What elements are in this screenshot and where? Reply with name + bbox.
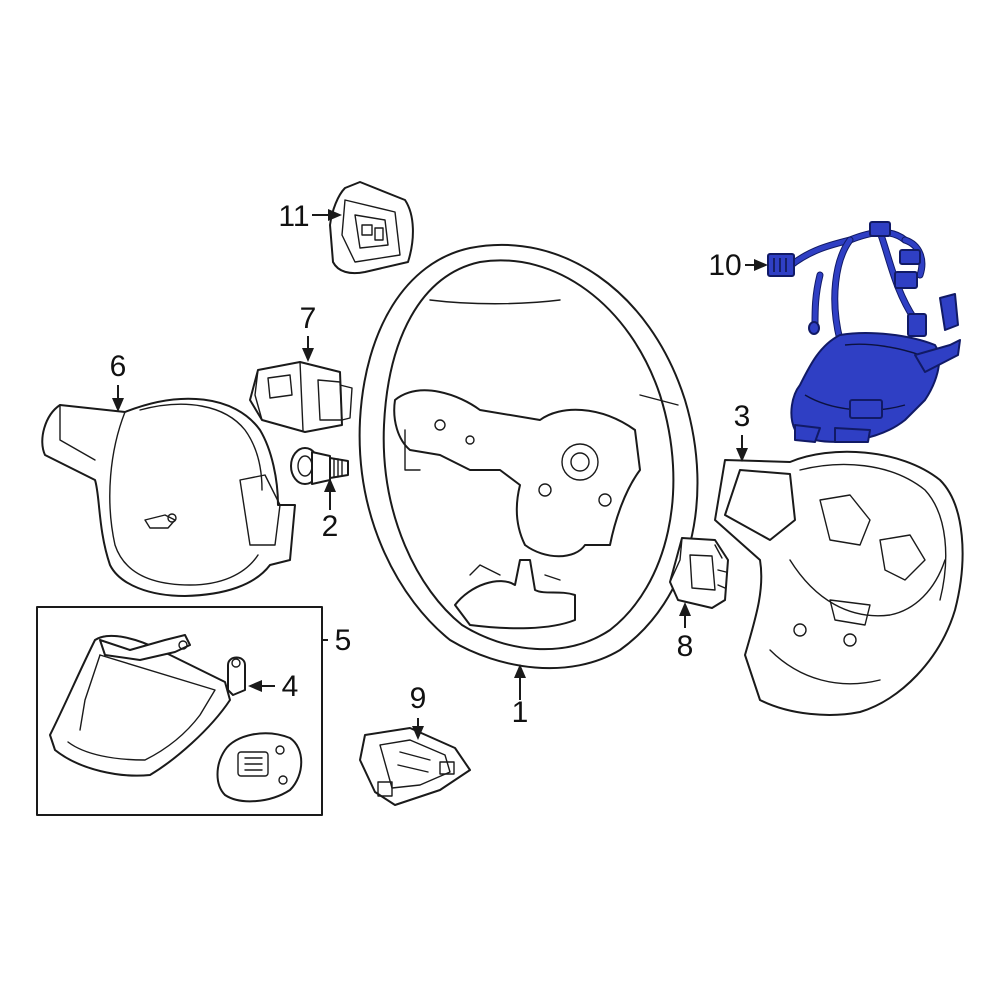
callout-3[interactable]: 3: [734, 400, 751, 433]
part-5-switch-module[interactable]: [216, 732, 303, 803]
part-11-paddle-bracket[interactable]: [329, 181, 414, 275]
callout-1[interactable]: 1: [512, 696, 529, 729]
arrowhead-6: [112, 398, 124, 412]
part-10-clock-spring-harness[interactable]: [767, 221, 961, 443]
part-7-switch[interactable]: [249, 361, 353, 433]
arrowhead-8: [679, 602, 691, 616]
arrowhead-4: [248, 680, 262, 692]
arrowhead-3: [736, 448, 748, 462]
callout-10[interactable]: 10: [708, 249, 741, 282]
callout-4[interactable]: 4: [282, 670, 299, 703]
callout-9[interactable]: 9: [410, 682, 427, 715]
part-8-switch[interactable]: [669, 537, 729, 609]
part-6-lower-cover[interactable]: [41, 397, 296, 597]
part-2-bolt[interactable]: [290, 447, 349, 485]
arrowhead-11: [328, 209, 342, 221]
part-3-rear-cover[interactable]: [714, 450, 964, 716]
arrowhead-9: [412, 726, 424, 740]
arrowhead-10: [754, 259, 768, 271]
callout-6[interactable]: 6: [110, 350, 127, 383]
arrowhead-2: [324, 478, 336, 492]
arrowhead-1: [514, 664, 526, 678]
callout-5[interactable]: 5: [335, 624, 352, 657]
part-9-switch[interactable]: [359, 727, 471, 806]
callout-7[interactable]: 7: [300, 302, 317, 335]
arrowhead-7: [302, 348, 314, 362]
callout-2[interactable]: 2: [322, 510, 339, 543]
callout-8[interactable]: 8: [677, 630, 694, 663]
part-1-steering-wheel[interactable]: [358, 243, 699, 670]
callout-11[interactable]: 11: [278, 200, 309, 233]
part-5-trim-bezel[interactable]: [49, 634, 231, 777]
part-5-kit-box[interactable]: [36, 606, 323, 816]
part-4-clip[interactable]: [227, 656, 246, 696]
